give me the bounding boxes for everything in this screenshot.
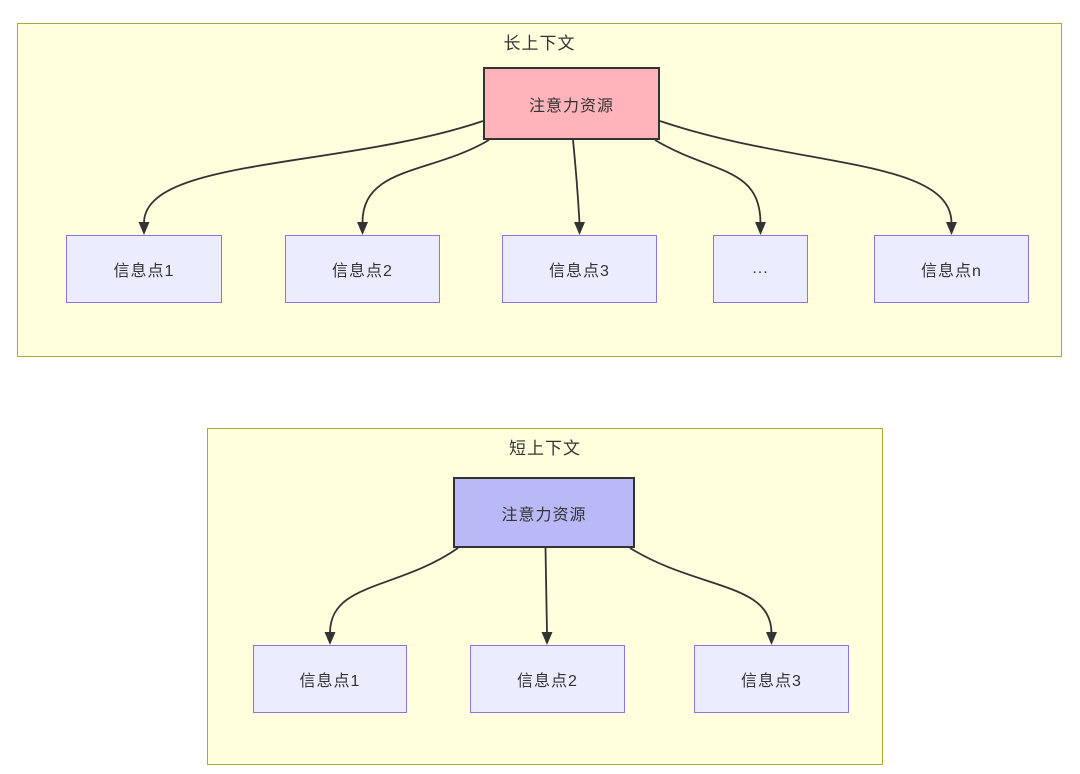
info-node-long-n: 信息点n (874, 235, 1029, 303)
info-node-short-3: 信息点3 (694, 645, 849, 713)
subgraph-long-title: 长上下文 (503, 34, 576, 53)
info-node-long-1: 信息点1 (66, 235, 222, 303)
info-node-long-ellipsis: ... (713, 235, 808, 303)
info-node-long-3: 信息点3 (502, 235, 657, 303)
info-node-short-2: 信息点2 (470, 645, 625, 713)
info-node-short-1: 信息点1 (253, 645, 407, 713)
info-node-long-2: 信息点2 (285, 235, 440, 303)
attention-resource-node-long: 注意力资源 (483, 67, 660, 140)
subgraph-short-title: 短上下文 (509, 439, 581, 458)
attention-resource-node-short: 注意力资源 (453, 477, 635, 548)
